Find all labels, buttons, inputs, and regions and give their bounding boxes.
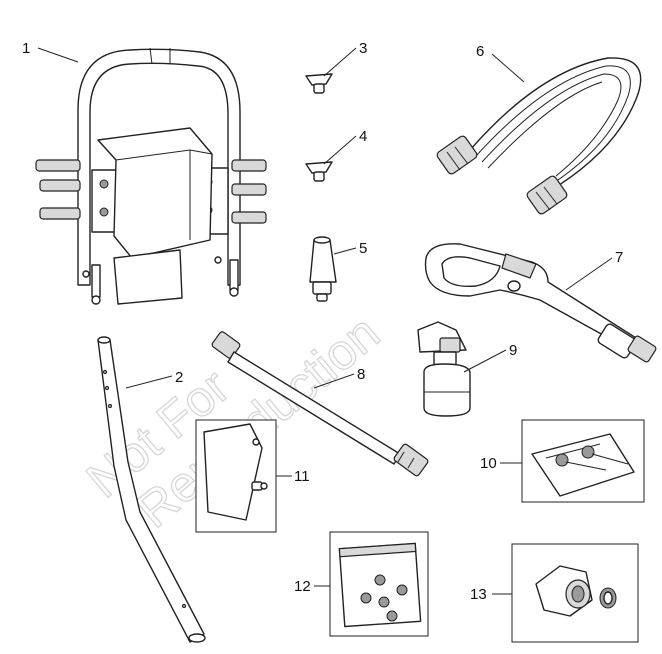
part-12-oring-kit — [329, 531, 429, 637]
callout-7: 7 — [615, 249, 623, 266]
part-3-nozzle — [305, 73, 333, 94]
part-10-screw-bag — [521, 419, 645, 503]
callout-1: 1 — [22, 40, 30, 57]
callout-5: 5 — [359, 240, 367, 257]
callout-11: 11 — [294, 468, 310, 485]
callout-leaders — [37, 47, 613, 595]
callout-6: 6 — [476, 43, 484, 60]
callout-3: 3 — [359, 40, 367, 57]
callout-12: 12 — [294, 578, 311, 595]
callout-numbers: 1 2 3 4 5 6 7 8 9 10 11 12 13 — [22, 40, 623, 603]
callout-2: 2 — [175, 369, 183, 386]
part-1-handle-frame — [35, 47, 267, 305]
callout-8: 8 — [357, 366, 365, 383]
callout-10: 10 — [480, 455, 497, 472]
part-13-hose-connector — [511, 543, 639, 643]
part-4-nozzle — [305, 161, 333, 182]
part-11-bracket-kit — [195, 419, 277, 533]
part-7-spray-gun — [424, 243, 657, 363]
part-9-detergent-bottle — [417, 321, 471, 417]
part-6-hose — [436, 57, 642, 215]
part-8-wand — [211, 331, 429, 477]
part-5-turbo-nozzle — [309, 236, 337, 302]
callout-9: 9 — [509, 342, 517, 359]
callout-13: 13 — [470, 586, 487, 603]
callout-4: 4 — [359, 128, 367, 145]
part-2-lower-tube — [97, 336, 206, 643]
